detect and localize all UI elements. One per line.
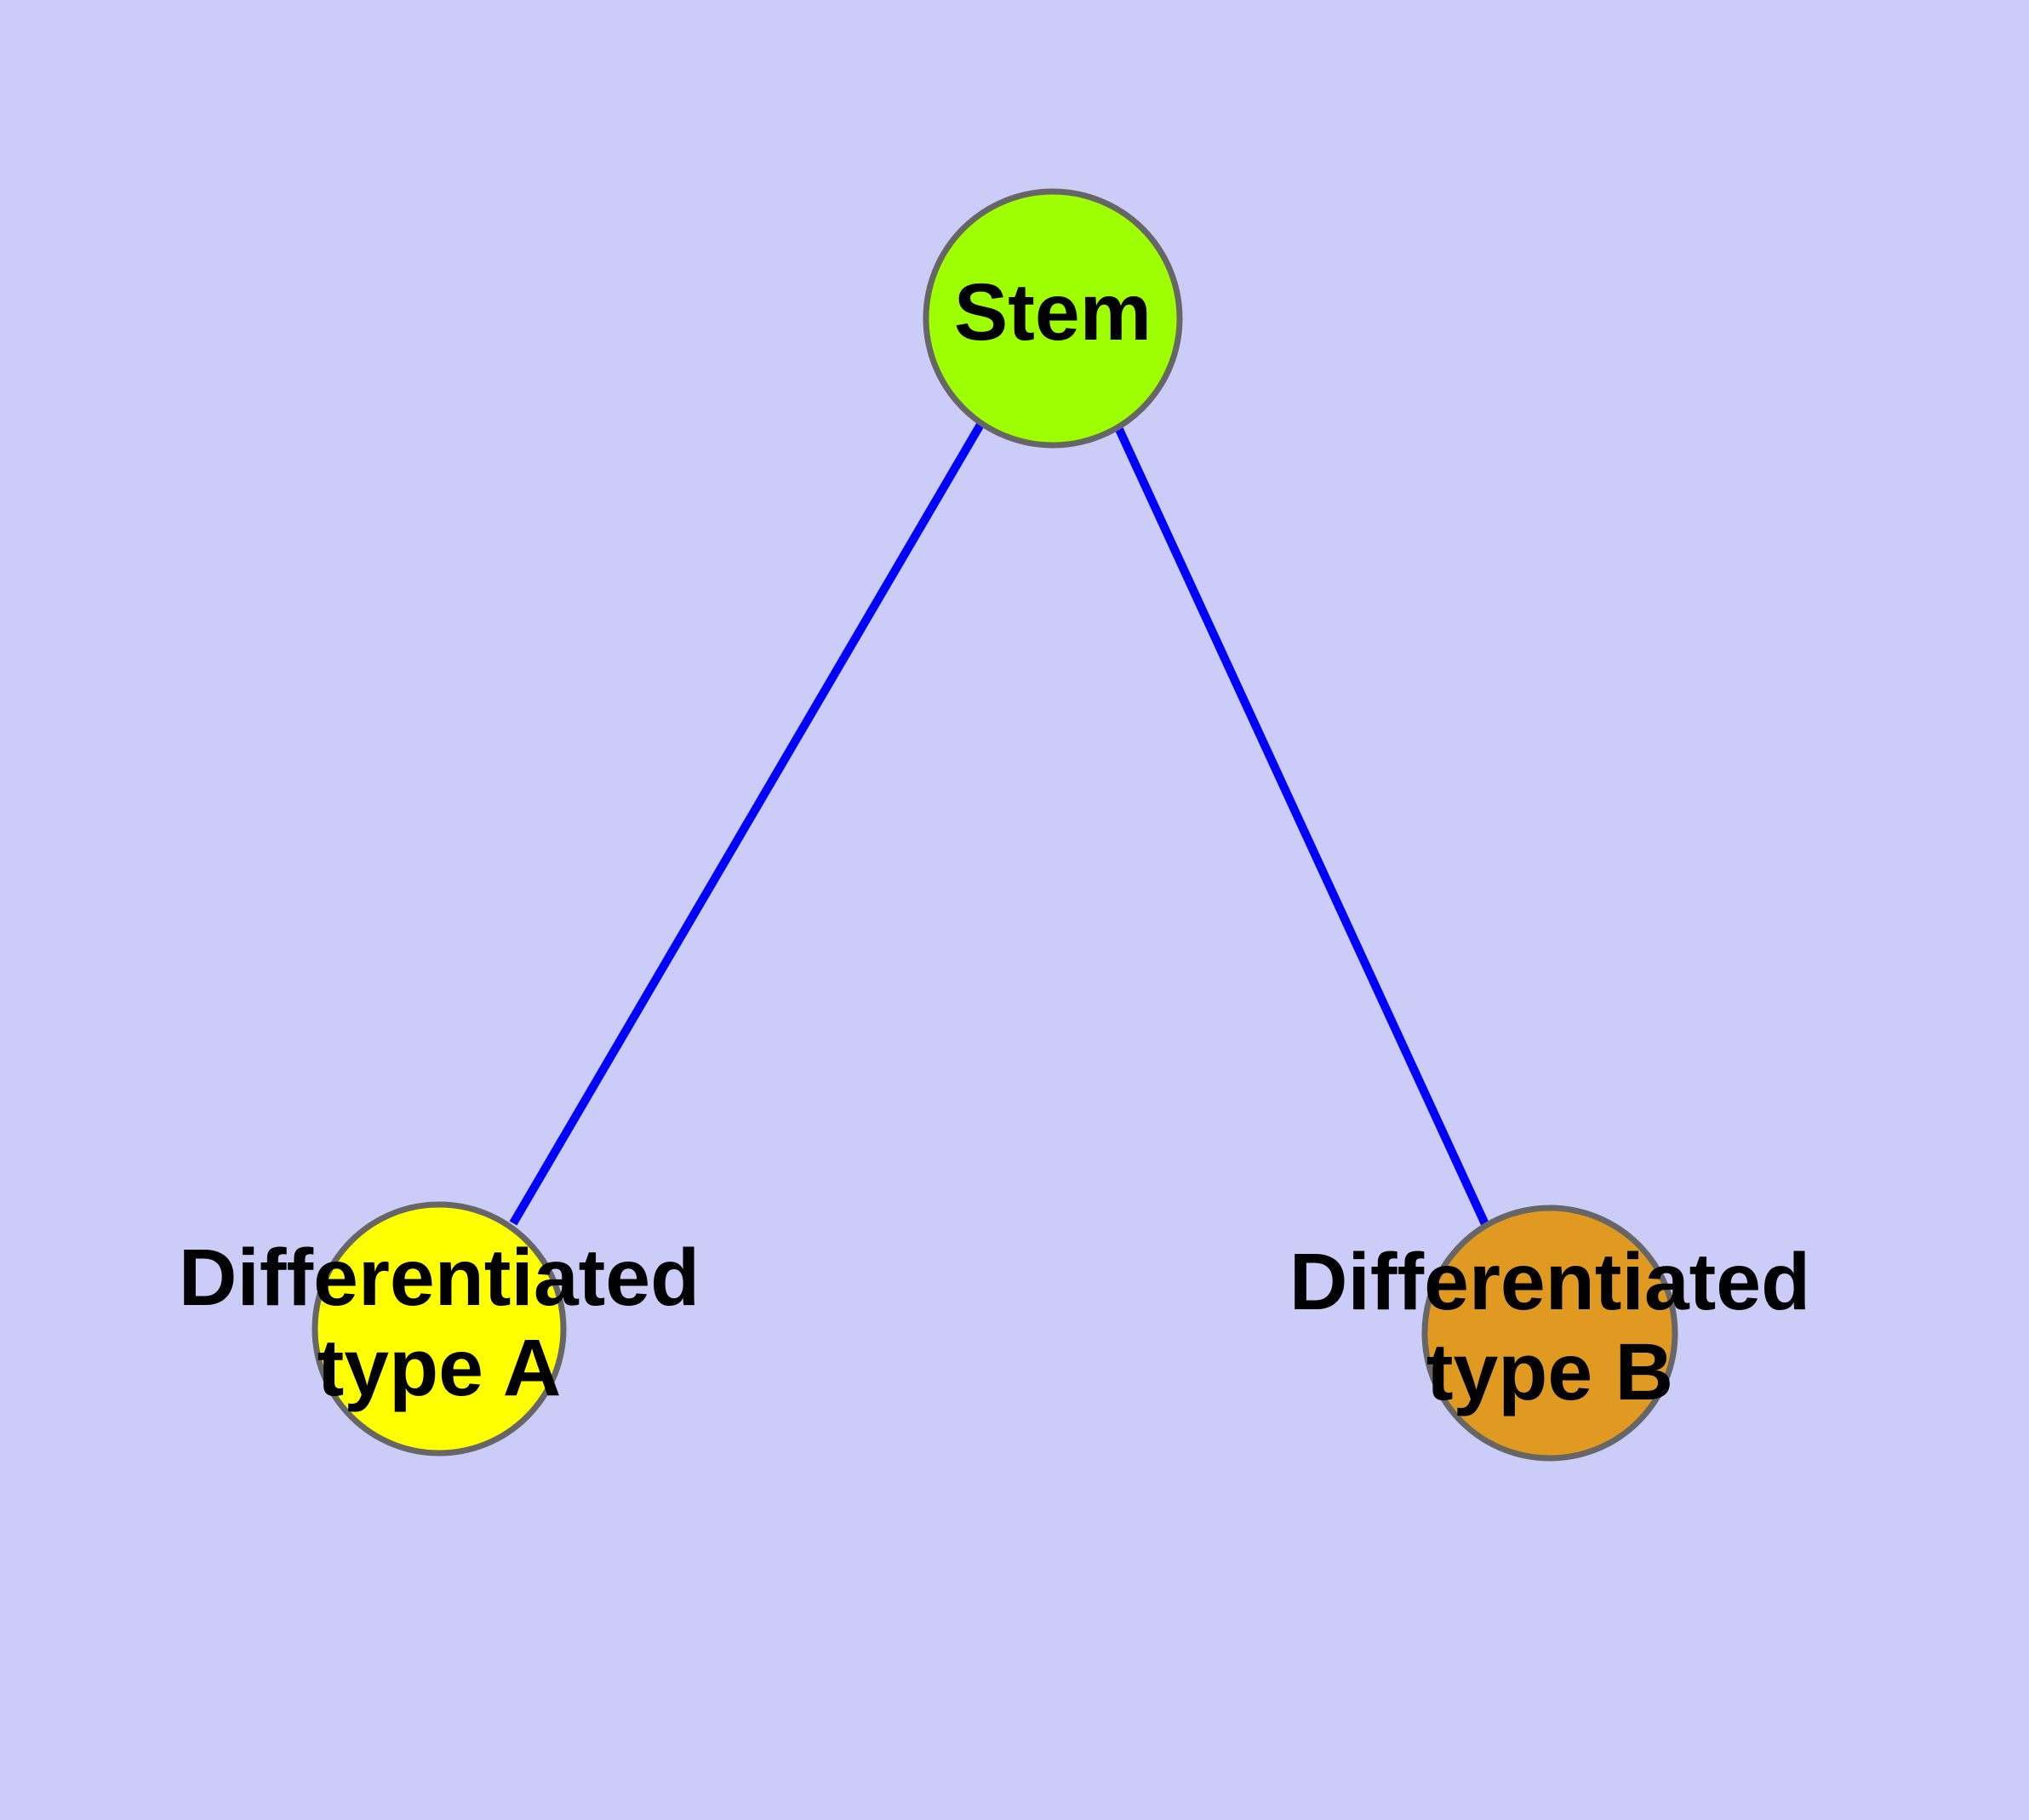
graph-node-diff-b[interactable] [1421, 1205, 1678, 1462]
graph-edge-stem-to-diff-a[interactable] [509, 421, 986, 1226]
edges-layer [509, 421, 1489, 1227]
nodes-layer [311, 188, 1678, 1462]
graph-edge-stem-to-diff-b[interactable] [1113, 423, 1489, 1227]
graph-node-label-line: Differentiated [179, 1233, 700, 1323]
graph-node-label-line: type B [1426, 1327, 1673, 1417]
graph-node-label-stem: Stem [954, 267, 1152, 358]
graph-node-label-line: Differentiated [1289, 1237, 1810, 1327]
graph-node-stem[interactable] [923, 188, 1183, 449]
graph-node-label-line: type A [317, 1323, 562, 1413]
graph-node-diff-a[interactable] [311, 1201, 567, 1457]
graph-node-label-line: Stem [954, 267, 1152, 358]
